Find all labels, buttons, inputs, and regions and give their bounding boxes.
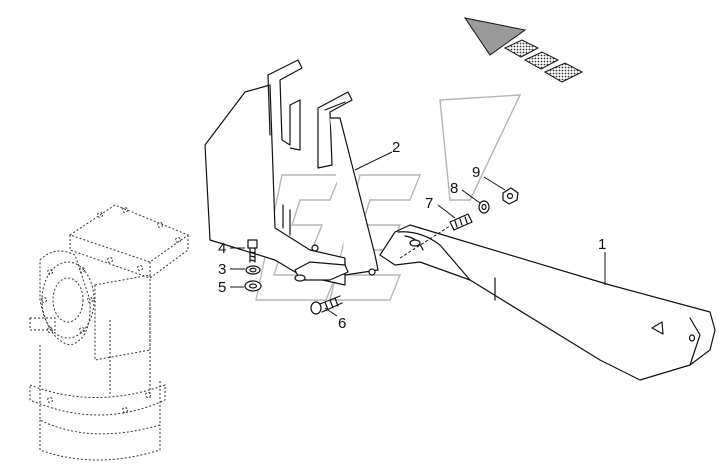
- callout-3: 3: [218, 261, 226, 278]
- nut-9: [502, 187, 519, 205]
- washer-3: [245, 265, 261, 275]
- callout-1: 1: [598, 236, 606, 253]
- arm-assembly: [379, 224, 716, 381]
- callout-7: 7: [425, 195, 433, 212]
- bolt-6: [310, 295, 343, 315]
- gearbox-outline: [29, 204, 190, 461]
- callout-2: 2: [392, 139, 400, 156]
- direction-arrow-icon: [463, 17, 584, 83]
- leader-lines: [230, 151, 606, 317]
- shield-bracket: [204, 59, 379, 286]
- callout-8: 8: [450, 180, 458, 197]
- bolt-4: [247, 239, 258, 263]
- bolt-7: [399, 213, 473, 259]
- callout-5: 5: [218, 279, 226, 296]
- washer-8: [478, 200, 490, 214]
- callout-6: 6: [338, 315, 346, 332]
- washer-5: [244, 280, 262, 292]
- callout-labels: 1 2 3 4 5 6 7 8 9: [218, 139, 606, 332]
- callout-9: 9: [472, 164, 480, 181]
- callout-4: 4: [218, 240, 226, 257]
